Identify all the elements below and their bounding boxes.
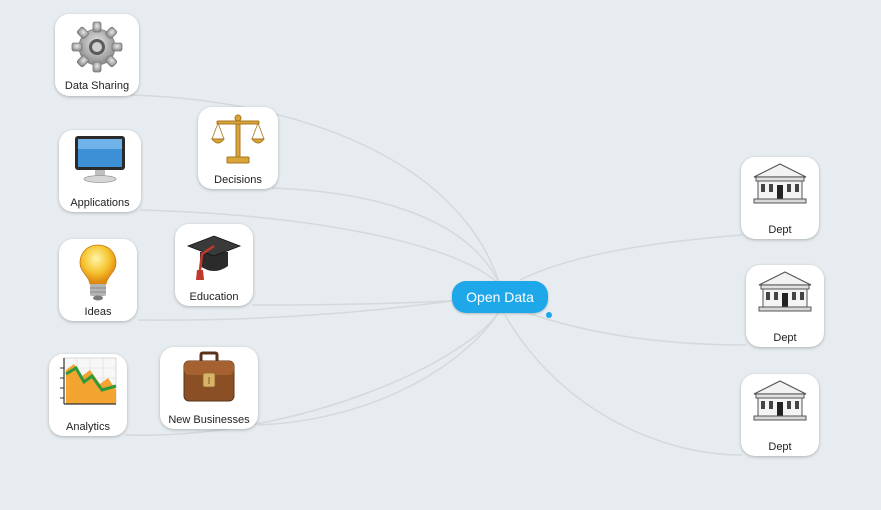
topic-dept-3[interactable]: Dept bbox=[741, 374, 819, 456]
topic-new-businesses[interactable]: New Businesses bbox=[160, 347, 258, 429]
topic-education[interactable]: Education bbox=[175, 224, 253, 306]
topic-dept-1[interactable]: Dept bbox=[741, 157, 819, 239]
topic-label: Applications bbox=[70, 197, 130, 209]
building-icon bbox=[758, 271, 812, 312]
central-topic[interactable]: Open Data bbox=[452, 281, 548, 313]
topic-applications[interactable]: Applications bbox=[59, 130, 141, 212]
topic-label: Education bbox=[189, 291, 239, 303]
topic-label: Decisions bbox=[214, 174, 262, 186]
topic-label: Data Sharing bbox=[64, 80, 130, 92]
topic-label: New Businesses bbox=[168, 414, 250, 426]
briefcase-icon bbox=[183, 351, 235, 402]
connector-dept-3 bbox=[504, 314, 743, 456]
connector-data-sharing bbox=[129, 94, 501, 286]
topic-label: Dept bbox=[768, 441, 792, 453]
connector-ideas bbox=[137, 299, 461, 321]
connection-handle[interactable] bbox=[546, 312, 552, 318]
connector-dept-2 bbox=[519, 309, 747, 346]
connector-decisions bbox=[271, 187, 501, 286]
topic-label: Dept bbox=[773, 332, 797, 344]
chart-icon bbox=[60, 357, 117, 405]
topic-label: Analytics bbox=[65, 421, 111, 433]
graduation-cap-icon bbox=[186, 235, 242, 280]
topic-label: Dept bbox=[768, 224, 792, 236]
topic-dept-2[interactable]: Dept bbox=[746, 265, 824, 347]
connector-new-businesses bbox=[257, 309, 501, 426]
topic-analytics[interactable]: Analytics bbox=[49, 354, 127, 436]
light-bulb-icon bbox=[79, 244, 117, 301]
monitor-icon bbox=[75, 136, 125, 183]
gear-icon bbox=[71, 21, 123, 73]
connector-analytics bbox=[124, 309, 501, 436]
connector-dept-1 bbox=[519, 234, 743, 281]
building-icon bbox=[753, 380, 807, 421]
connector-applications bbox=[139, 209, 501, 286]
scales-icon bbox=[210, 114, 266, 164]
topic-ideas[interactable]: Ideas bbox=[59, 239, 137, 321]
building-icon bbox=[753, 163, 807, 204]
topic-data-sharing[interactable]: Data Sharing bbox=[55, 14, 139, 96]
topic-label: Ideas bbox=[84, 306, 112, 318]
topic-decisions[interactable]: Decisions bbox=[198, 107, 278, 189]
